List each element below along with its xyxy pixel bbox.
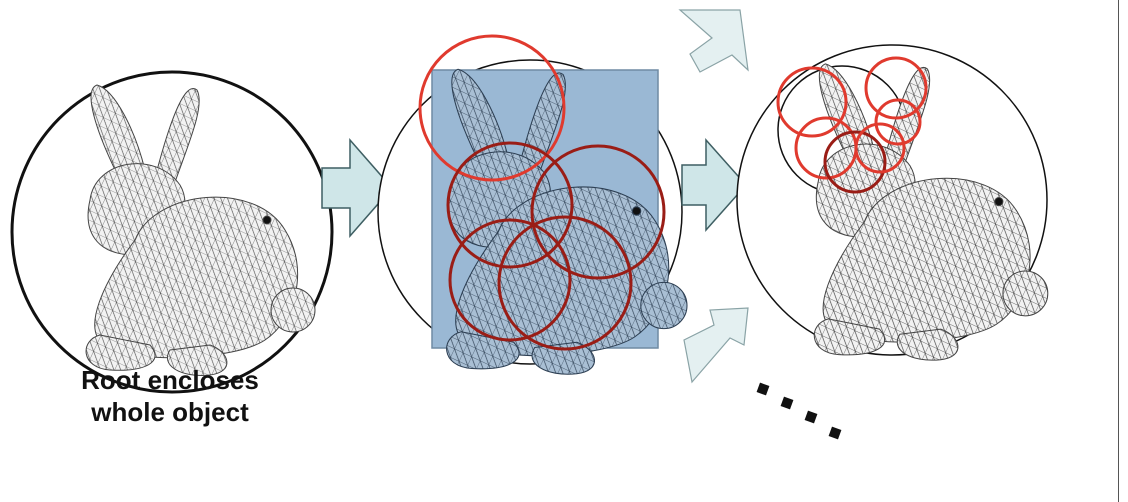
bunny-mesh-icon (85, 84, 316, 376)
child-spheres-panel (377, 34, 688, 375)
root-sphere-panel (10, 70, 334, 394)
arrow-right-icon (678, 9, 749, 73)
child-sphere (418, 34, 566, 182)
child-sphere (854, 122, 906, 174)
child-sphere (776, 66, 848, 138)
bunny-mesh-icon (813, 63, 1049, 361)
child-sphere (823, 130, 887, 194)
right-edge-divider (1118, 0, 1119, 502)
child-sphere (530, 144, 666, 280)
arrow-right-icon (681, 138, 748, 232)
arrow-right-icon (321, 138, 393, 238)
ellipsis-dots-icon (756, 382, 842, 440)
root-caption: Root encloses whole object (40, 364, 300, 428)
child-sphere (446, 141, 574, 269)
child-sphere (497, 215, 633, 351)
caption-line-2: whole object (91, 397, 249, 427)
child-sphere (448, 218, 572, 342)
arrow-right-icon (683, 307, 749, 384)
subdivided-spheres-panel (736, 44, 1049, 361)
bunny-mesh-icon (446, 68, 688, 375)
child-sphere (874, 98, 922, 146)
child-sphere (864, 56, 928, 120)
caption-line-1: Root encloses (81, 365, 259, 395)
